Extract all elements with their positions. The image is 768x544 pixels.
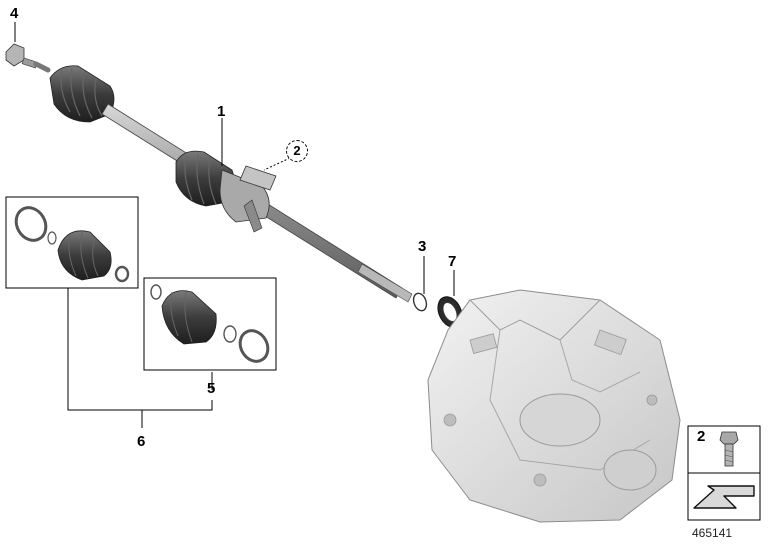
joint-housing [219,165,277,233]
bolt-icon [719,431,739,467]
boot-kit-box [5,196,139,289]
callout-bolt-ref: 2 [286,140,308,162]
callout-outer-boot-kit: 5 [207,380,216,397]
outer-cv-boot [49,65,115,123]
snap-ring [412,292,428,312]
transmission-housing [427,289,681,523]
callout-snap-ring: 3 [418,238,427,255]
outer-boot-kit-box [143,277,277,371]
drive-shaft [5,43,413,303]
callout-shaft-seal: 7 [448,253,457,270]
axle-nut [5,43,38,69]
arrow-symbol-icon [693,485,755,509]
leader-lines [14,22,455,428]
callout-nut: 4 [10,5,19,22]
callout-drive-shaft: 1 [217,103,226,120]
legend-bolt-label: 2 [697,428,706,445]
callout-boot-kit-set: 6 [137,433,146,450]
diagram-id: 465141 [692,526,733,540]
legend-box [687,425,761,521]
